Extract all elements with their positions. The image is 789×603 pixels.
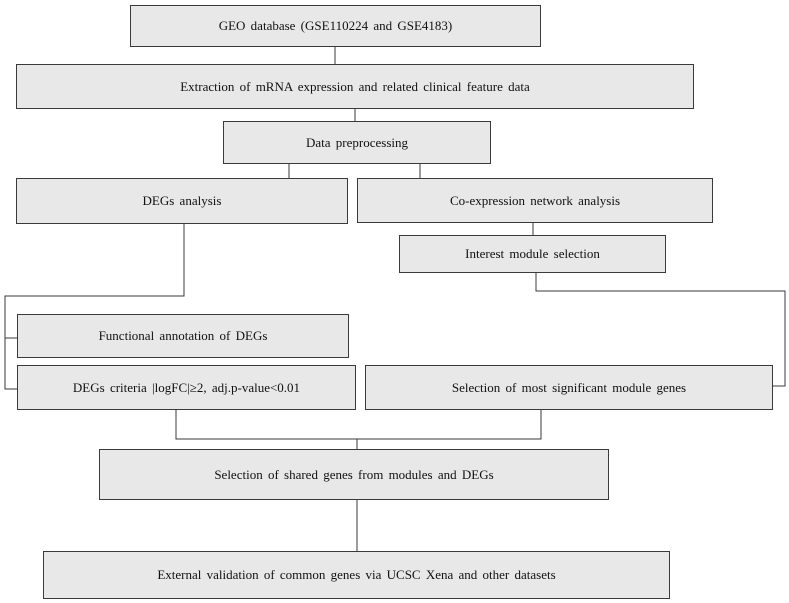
functional-annotation-label: Functional annotation of DEGs <box>98 328 268 343</box>
geo-database-label: GEO database (GSE110224 and GSE4183) <box>218 18 453 33</box>
coexpression-box: Co-expression network analysis <box>357 178 713 223</box>
degs-criteria-box: DEGs criteria |logFC|≥2, adj.p-value<0.0… <box>17 365 356 410</box>
shared-genes-label: Selection of shared genes from modules a… <box>214 466 494 482</box>
shared-genes-box: Selection of shared genes from modules a… <box>99 449 609 500</box>
degs-analysis-label: DEGs analysis <box>142 193 222 208</box>
extraction-box: Extraction of mRNA expression and relate… <box>16 64 694 109</box>
extraction-label: Extraction of mRNA expression and relate… <box>180 78 530 94</box>
preprocessing-box: Data preprocessing <box>223 121 491 164</box>
functional-annotation-box: Functional annotation of DEGs <box>17 314 349 358</box>
coexpression-label: Co-expression network analysis <box>449 192 621 208</box>
geo-database-box: GEO database (GSE110224 and GSE4183) <box>130 5 541 47</box>
interest-module-label: Interest module selection <box>465 246 600 261</box>
interest-module-box: Interest module selection <box>399 235 666 273</box>
external-validation-box: External validation of common genes via … <box>43 551 670 599</box>
significant-module-box: Selection of most significant module gen… <box>365 365 773 410</box>
significant-module-label: Selection of most significant module gen… <box>451 379 687 395</box>
degs-criteria-label: DEGs criteria |logFC|≥2, adj.p-value<0.0… <box>72 379 301 395</box>
preprocessing-label: Data preprocessing <box>306 134 408 150</box>
degs-analysis-box: DEGs analysis <box>16 178 348 224</box>
connector-degs-left-bracket <box>4 224 185 390</box>
connector-merge-bottom <box>175 410 542 440</box>
connector-interest-right-bracket <box>535 273 786 387</box>
external-validation-label: External validation of common genes via … <box>157 567 556 582</box>
